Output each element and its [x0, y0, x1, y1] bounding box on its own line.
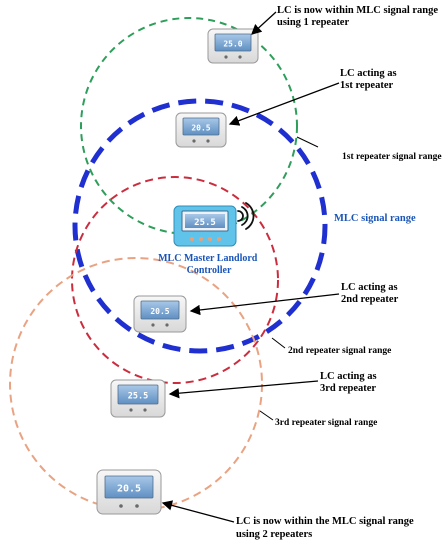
second-repeater-label-line2: 2nd repeater	[341, 294, 399, 305]
bottom-controller-label-line1: LC is now within the MLC signal range	[236, 516, 414, 527]
third-repeater-label-line2: 3rd repeater	[320, 383, 376, 394]
bottom-controller-label: LC is now within the MLC signal range us…	[236, 516, 416, 540]
lcd-readout: 20.5	[117, 484, 141, 495]
mlc-controller-label: MLC Master Landlord Controller	[158, 253, 260, 276]
arrow-second-range	[271, 337, 286, 349]
mlc-range-label: MLC signal range	[334, 213, 416, 224]
second-repeater-label: LC acting as 2nd repeater	[341, 282, 400, 305]
arrow-third-range	[259, 410, 274, 421]
top-controller-label-line1: LC is now within MLC signal range	[277, 5, 438, 16]
first-repeater-label-line2: 1st repeater	[340, 80, 393, 91]
range-circle-2nd-repeater	[71, 176, 279, 384]
mlc-master-device: 25.5	[173, 205, 237, 247]
third-repeater-label-line1: LC acting as	[320, 371, 377, 382]
mlc-controller-label-line1: MLC Master Landlord	[158, 253, 258, 264]
top-controller-label-line2: using 1 repeater	[277, 17, 349, 28]
third-repeater-label: LC acting as 3rd repeater	[320, 371, 379, 394]
range-circle-mlc	[72, 98, 328, 354]
arrow-third-repeater	[168, 380, 319, 399]
lcd-readout: 25.5	[128, 392, 148, 402]
arrow-top-controller	[251, 11, 277, 35]
second-repeater-range-label: 2nd repeater signal range	[288, 346, 391, 356]
lcd-readout: 20.5	[191, 124, 210, 133]
first-repeater-range-label: 1st repeater signal range	[342, 152, 442, 162]
third-repeater-device: 25.5	[110, 379, 166, 418]
lcd-readout: 25.0	[223, 40, 242, 49]
arrow-first-range	[296, 136, 319, 148]
first-repeater-label: LC acting as 1st repeater	[340, 68, 399, 91]
arrow-second-repeater	[189, 293, 340, 316]
lcd-readout: 25.5	[194, 218, 216, 228]
arrow-first-repeater	[228, 82, 340, 126]
mlc-controller-label-line2: Controller	[187, 265, 232, 276]
bottom-controller-label-line2: using 2 repeaters	[236, 529, 312, 540]
second-repeater-label-line1: LC acting as	[341, 282, 398, 293]
first-repeater-label-line1: LC acting as	[340, 68, 397, 79]
wireless-signal-icon	[237, 202, 255, 230]
landlord-controller-device-bottom: 20.5	[96, 469, 162, 515]
lcd-readout: 20.5	[150, 307, 169, 316]
top-controller-label: LC is now within MLC signal range using …	[277, 5, 441, 28]
third-repeater-range-label: 3rd repeater signal range	[275, 418, 377, 428]
landlord-controller-device-top: 25.0	[207, 28, 259, 64]
arrow-bottom-controller	[161, 500, 235, 523]
first-repeater-device: 20.5	[175, 112, 227, 148]
second-repeater-device: 20.5	[133, 295, 187, 333]
